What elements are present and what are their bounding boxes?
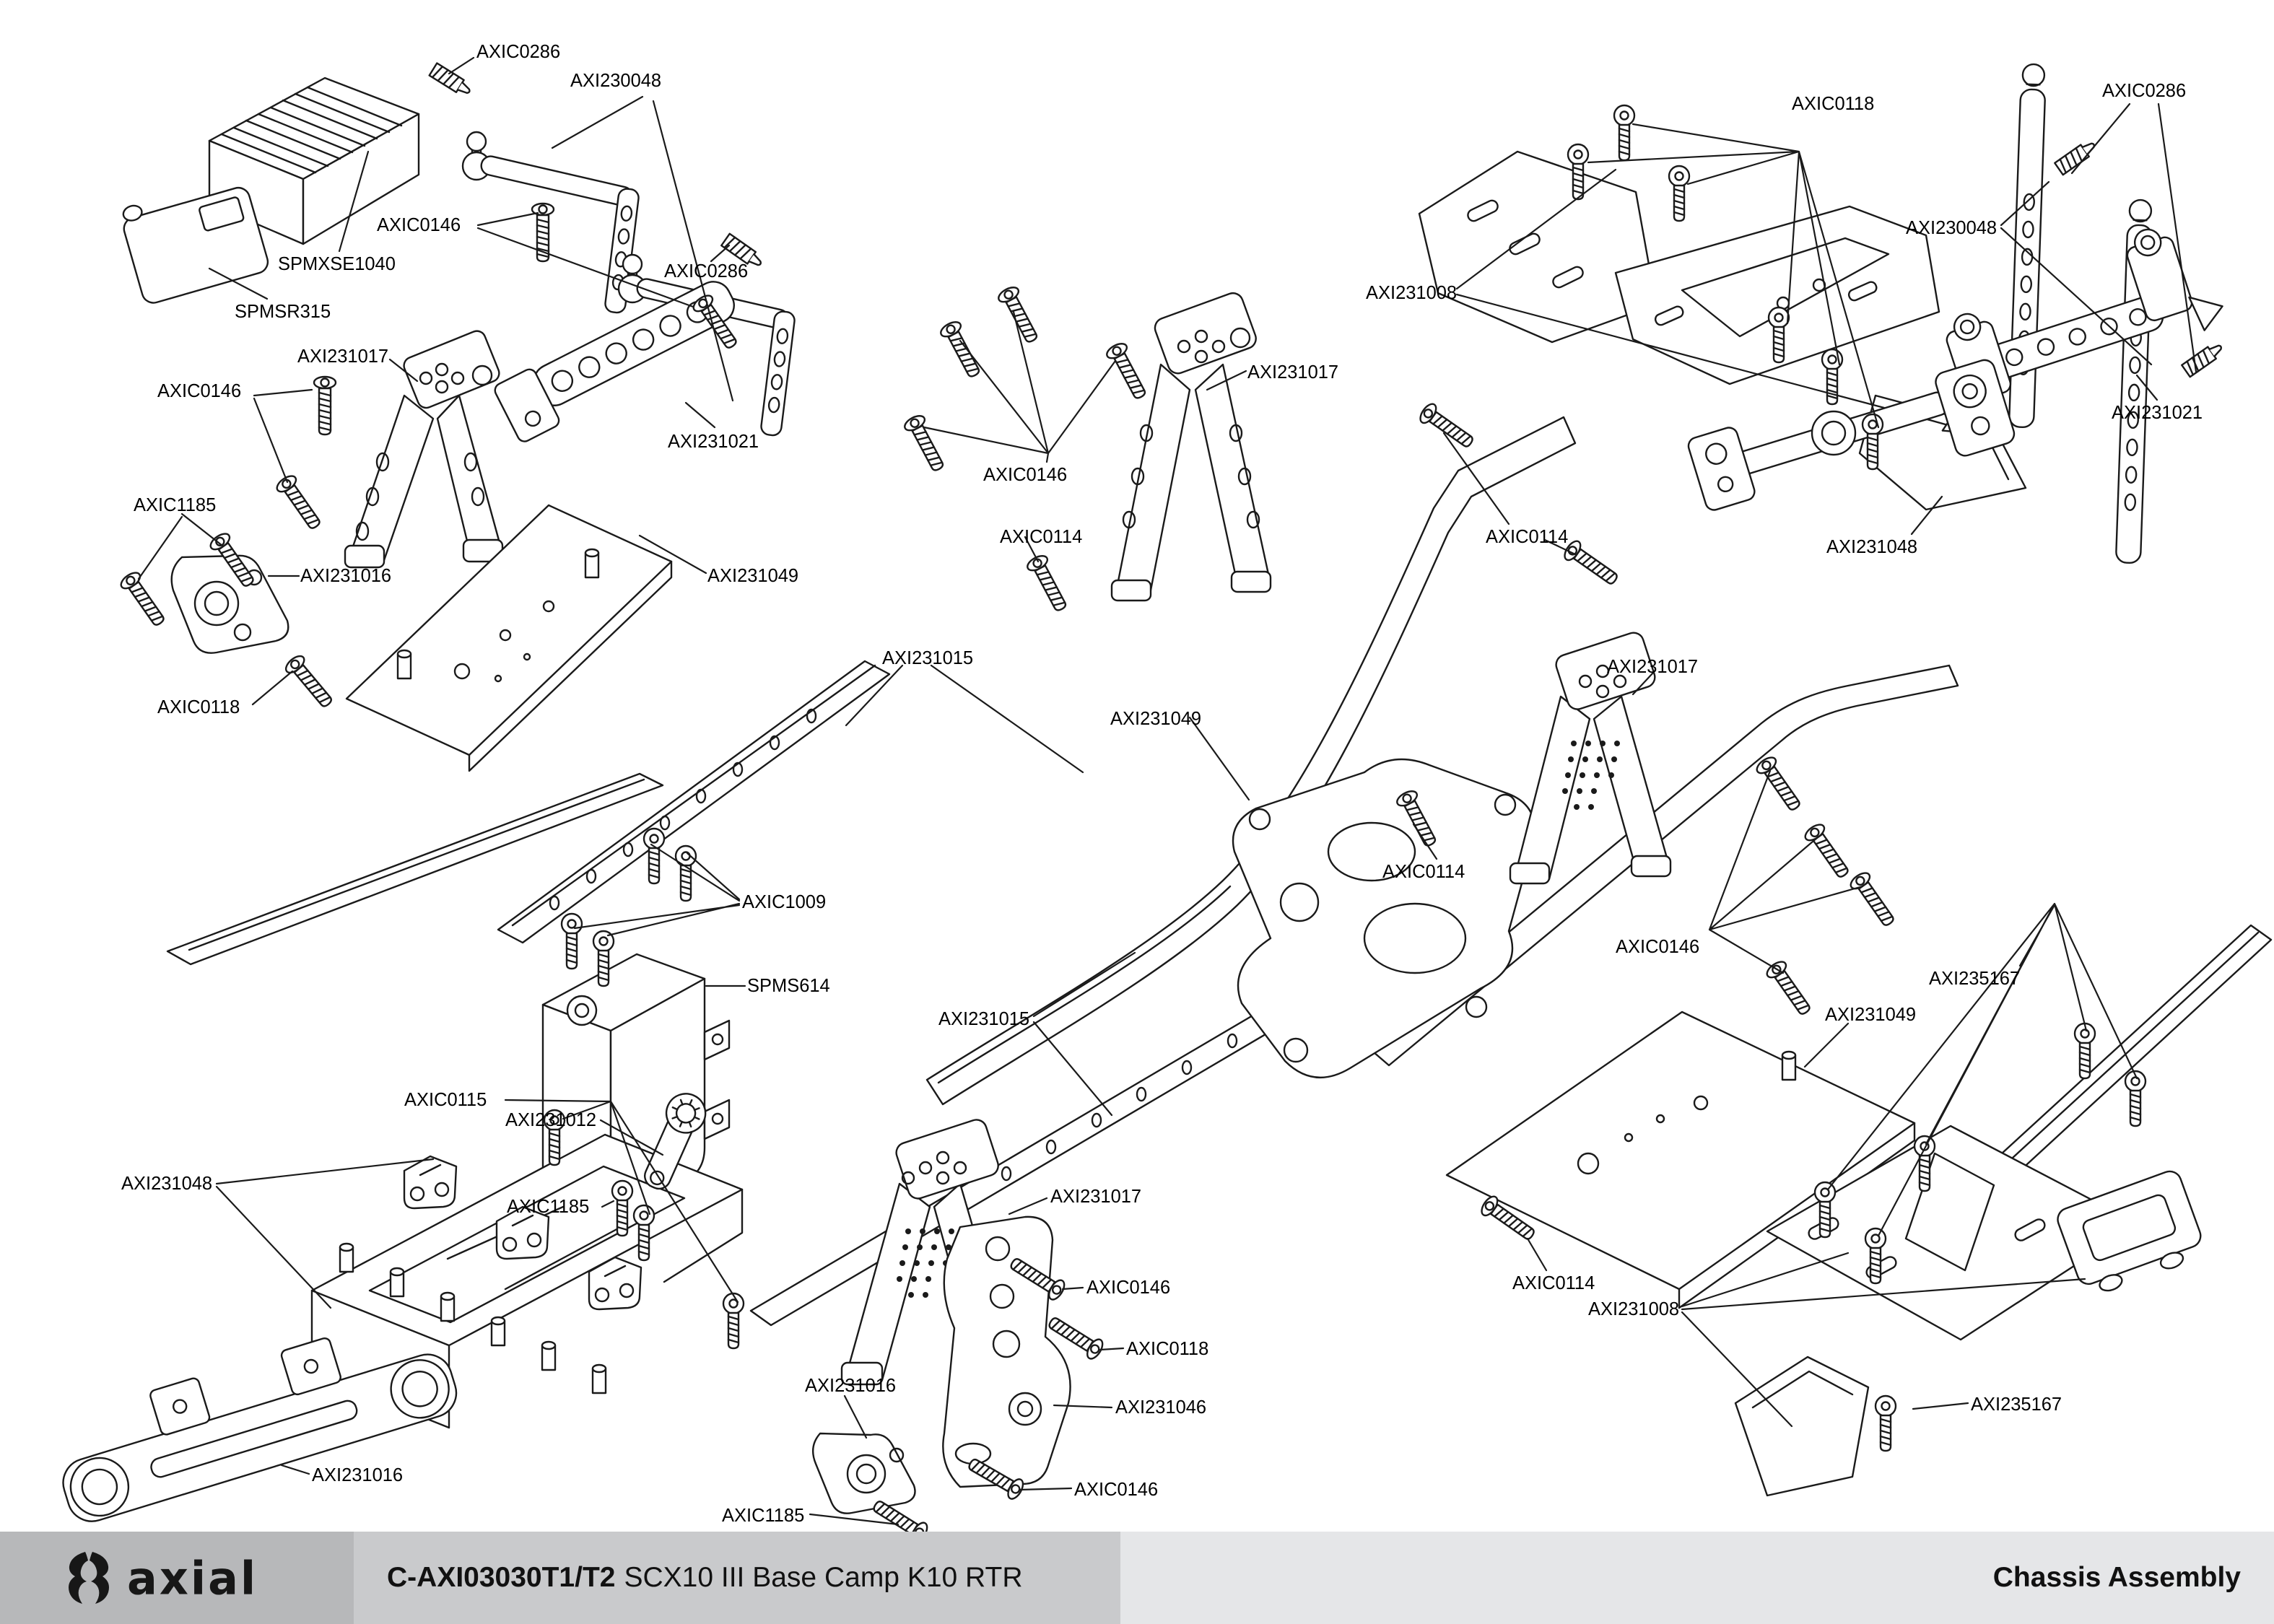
- part-label-axic1185: AXIC1185: [507, 1195, 590, 1217]
- leader-lines: [137, 56, 2197, 1526]
- part-label-axic0286: AXIC0286: [2102, 79, 2187, 101]
- part-label-axi230048: AXI230048: [570, 69, 662, 91]
- part-label-spms614: SPMS614: [747, 974, 830, 996]
- part-label-axi231008: AXI231008: [1588, 1298, 1680, 1319]
- part-label-axi231016: AXI231016: [300, 564, 392, 586]
- part-label-axi231049: AXI231049: [707, 564, 799, 586]
- part-label-axi231017: AXI231017: [1247, 361, 1339, 383]
- part-label-axic0118: AXIC0118: [1792, 92, 1875, 114]
- part-label-spmsr315: SPMSR315: [235, 300, 331, 322]
- part-label-axi231015: AXI231015: [882, 647, 974, 668]
- part-chassis-brace-axi231048-right: [1687, 359, 2016, 511]
- part-label-axi231016: AXI231016: [312, 1464, 404, 1485]
- part-label-axic0118: AXIC0118: [1126, 1337, 1209, 1359]
- part-label-axi231012: AXI231012: [505, 1109, 597, 1130]
- part-label-axic0146: AXIC0146: [377, 214, 461, 235]
- part-label-axi231021: AXI231021: [2112, 401, 2203, 423]
- part-link-mount-axi231046: [942, 1215, 1071, 1488]
- part-esc-spmxse1040: [208, 77, 420, 245]
- part-label-axic0114: AXIC0114: [1512, 1272, 1595, 1293]
- part-label-axic0114: AXIC0114: [1382, 860, 1465, 882]
- part-label-spmxse1040: SPMXSE1040: [278, 253, 396, 274]
- part-label-axi231048: AXI231048: [1826, 536, 1918, 557]
- part-label-axic0115: AXIC0115: [404, 1088, 487, 1110]
- part-label-axi231021: AXI231021: [668, 430, 759, 452]
- part-shock-tower-front-left: [344, 330, 504, 569]
- part-label-axi231017: AXI231017: [1607, 655, 1699, 677]
- part-label-axi231049: AXI231049: [1110, 707, 1202, 729]
- part-servo-horn-axi231012: [644, 1093, 707, 1190]
- part-shock-tower-mid: [1110, 292, 1272, 602]
- part-label-axi231017: AXI231017: [297, 345, 389, 367]
- part-label-axic0146: AXIC0146: [157, 380, 242, 401]
- part-label-axic1185: AXIC1185: [134, 494, 217, 515]
- footer-logo-block: axial: [0, 1532, 354, 1624]
- part-shock-mount-axi231016-left: [170, 554, 289, 654]
- part-label-axic0114: AXIC0114: [1000, 525, 1083, 547]
- part-label-axic0146: AXIC0146: [1086, 1276, 1171, 1298]
- footer-title-block: C-AXI03030T1/T2 SCX10 III Base Camp K10 …: [354, 1532, 1120, 1624]
- part-shock-tower-right: [1509, 632, 1672, 885]
- axial-wordmark: axial: [127, 1550, 258, 1605]
- footer-bar: axial C-AXI03030T1/T2 SCX10 III Base Cam…: [0, 1532, 2274, 1624]
- part-winch-bumper-axi231016: [62, 1337, 458, 1522]
- part-label-axic0286: AXIC0286: [664, 260, 749, 281]
- part-label-axi231046: AXI231046: [1115, 1396, 1207, 1418]
- part-label-axic0114: AXIC0114: [1486, 525, 1569, 547]
- part-label-axi230048: AXI230048: [1906, 217, 1998, 238]
- part-label-axic0146: AXIC0146: [1616, 935, 1700, 957]
- page-section-title: Chassis Assembly: [1992, 1562, 2241, 1593]
- part-label-axi231049: AXI231049: [1825, 1003, 1917, 1025]
- part-label-axi231016: AXI231016: [805, 1374, 897, 1396]
- part-label-axi235167: AXI235167: [1971, 1393, 2062, 1415]
- part-label-axic0146: AXIC0146: [983, 463, 1068, 485]
- part-label-axi231017: AXI231017: [1050, 1185, 1142, 1207]
- part-label-axi231048: AXI231048: [121, 1172, 213, 1194]
- part-label-axic0118: AXIC0118: [157, 696, 240, 717]
- part-transmission-mount-axi231049-mid: [1232, 758, 1535, 1079]
- footer-section-block: Chassis Assembly: [1120, 1532, 2274, 1624]
- part-shock-mount-axi231016-bottom: [811, 1432, 916, 1514]
- part-label-axi231008: AXI231008: [1366, 281, 1458, 303]
- part-label-axic1185: AXIC1185: [722, 1504, 805, 1526]
- doc-code: C-AXI03030T1/T2: [387, 1562, 616, 1593]
- part-label-axi235167: AXI235167: [1929, 967, 2021, 989]
- part-body-mount-plate-axi231021: [494, 281, 735, 442]
- part-label-axi231015: AXI231015: [938, 1008, 1030, 1029]
- part-label-axic0146: AXIC0146: [1074, 1478, 1159, 1500]
- doc-title: SCX10 III Base Camp K10 RTR: [624, 1562, 1023, 1593]
- part-label-axic1009: AXIC1009: [742, 891, 827, 912]
- part-receiver-spmsr315: [122, 186, 269, 304]
- part-label-axic0286: AXIC0286: [476, 40, 561, 62]
- part-mount-bracket-1: [403, 1155, 458, 1210]
- part-skid-plate-axi231049-bottom: [1445, 1010, 1916, 1309]
- axial-logo-icon: [69, 1552, 109, 1604]
- part-electronics-tray-axi231049-left: [345, 504, 673, 772]
